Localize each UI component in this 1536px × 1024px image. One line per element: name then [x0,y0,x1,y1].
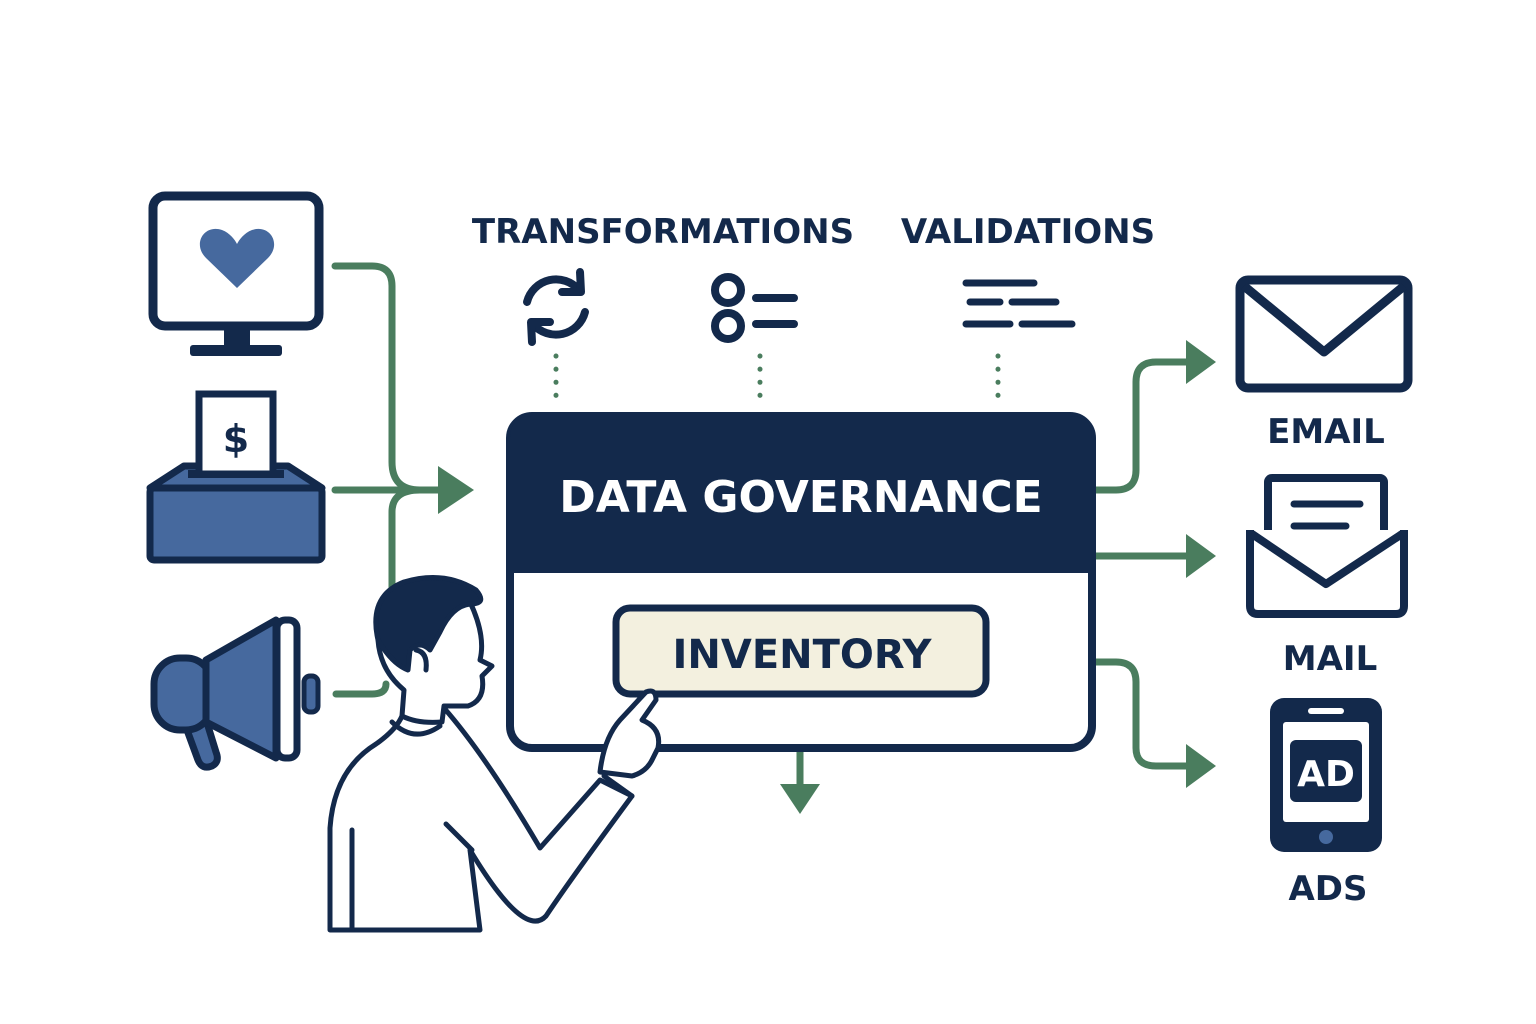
arrow-down [780,784,820,814]
monitor-heart-icon [148,191,324,356]
refresh-icon [523,268,589,346]
data-governance-panel: DATA GOVERNANCE INVENTORY [506,412,1096,752]
person-illustration [327,575,662,933]
connector-email [1088,358,1194,494]
checklist-icon [711,273,798,343]
mobile-ad-icon: AD [1270,698,1382,852]
validations-label: VALIDATIONS [901,212,1155,252]
connector-monitor [331,262,444,494]
connector-ads [1088,658,1194,770]
inventory-label: INVENTORY [673,632,933,678]
envelope-icon [1235,275,1413,393]
output-connectors [796,358,1194,790]
inventory-button[interactable]: INVENTORY [612,604,990,698]
source-connectors [331,262,444,698]
email-label: EMAIL [1267,412,1385,452]
mail-label: MAIL [1283,639,1377,679]
open-letter-icon [1246,474,1408,618]
arrow-into-governance [438,466,474,514]
donation-box-icon: $ [146,390,326,564]
connector-megaphone [388,486,424,594]
ads-label: ADS [1288,869,1367,909]
process-dotted-connectors [553,353,1001,405]
arrow-email [1186,340,1216,384]
arrow-mail [1186,534,1216,578]
arrow-ads [1186,744,1216,788]
dollar-sign: $ [223,417,249,461]
transformations-label: TRANSFORMATIONS [472,212,854,252]
ad-badge: AD [1297,754,1355,795]
text-lines-icon [962,279,1076,328]
connector-megaphone-stub [332,680,390,698]
governance-title: DATA GOVERNANCE [559,472,1043,523]
megaphone-icon [150,616,321,771]
